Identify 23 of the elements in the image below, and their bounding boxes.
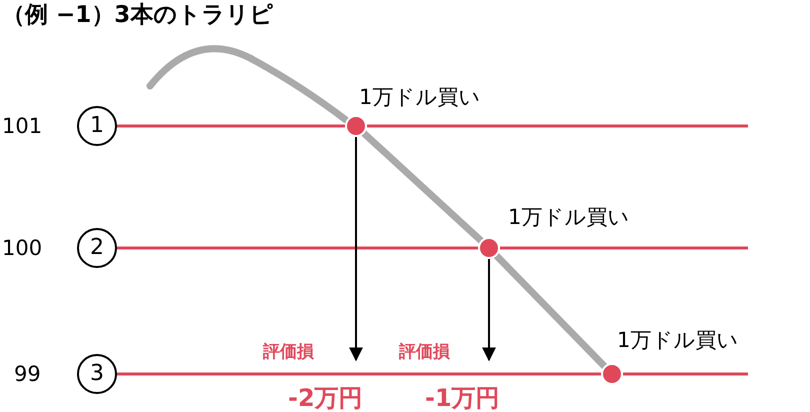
title: （例 −1）3本のトラリピ <box>2 4 274 27</box>
connector-line <box>360 130 484 244</box>
level-circle: 1 <box>77 106 117 146</box>
buy-label: 1万ドル買い <box>617 330 738 351</box>
price-label: 101 <box>2 116 42 137</box>
connector-line <box>117 124 345 128</box>
price-label: 99 <box>14 364 41 385</box>
buy-point-dot <box>345 115 367 137</box>
connector-line <box>493 252 608 370</box>
level-circle: 2 <box>77 228 117 268</box>
connector-line <box>117 246 478 250</box>
arrow <box>349 137 363 362</box>
loss-amount: -1万円 <box>425 386 500 410</box>
connector-line <box>117 372 601 376</box>
arrow <box>482 259 496 362</box>
loss-amount: -2万円 <box>288 386 363 410</box>
loss-label: 評価損 <box>263 344 314 361</box>
buy-label: 1万ドル買い <box>359 87 480 108</box>
loss-label: 評価損 <box>399 344 450 361</box>
level-circle: 3 <box>77 354 117 394</box>
price-label: 100 <box>2 238 42 259</box>
buy-point-dot <box>478 237 500 259</box>
buy-label: 1万ドル買い <box>508 207 630 228</box>
